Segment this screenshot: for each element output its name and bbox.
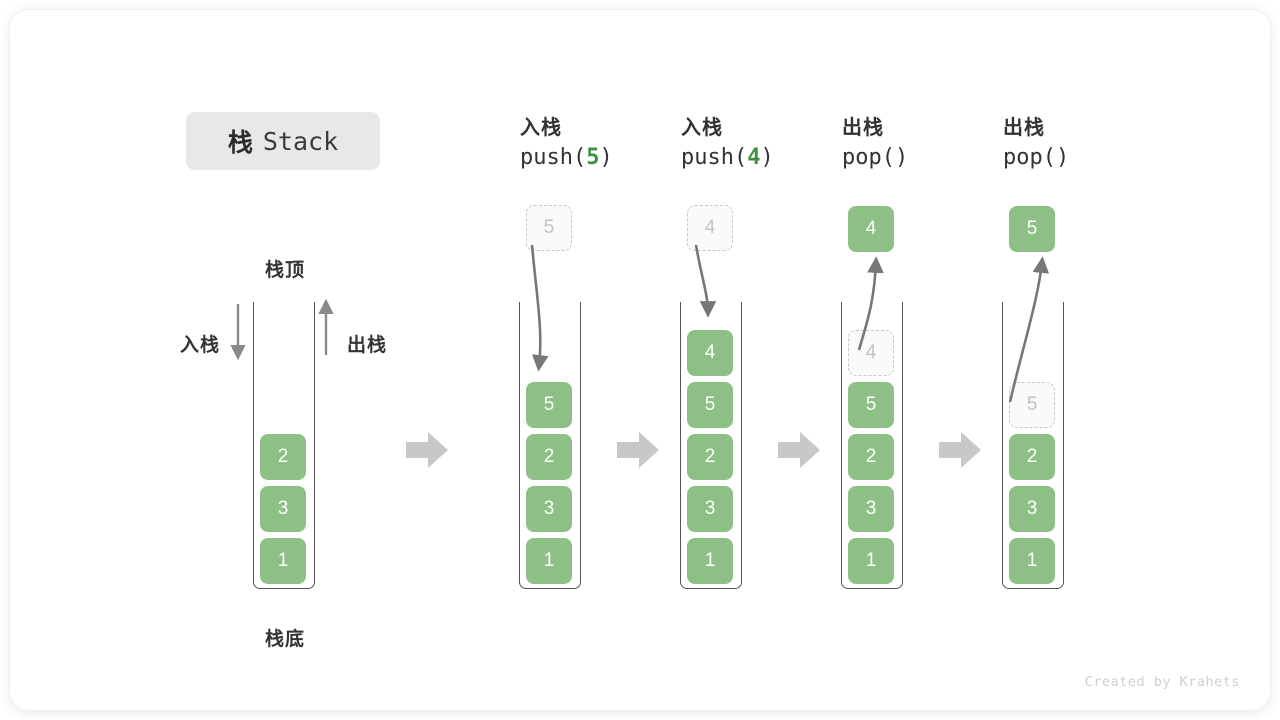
stack-container-push-5 (519, 302, 581, 589)
stack-cell: 5 (526, 382, 572, 428)
title-english: Stack (262, 126, 339, 156)
header-operation-code: push(4) (681, 145, 774, 170)
stack-cell: 1 (260, 538, 306, 584)
header-operation-cn: 入栈 (520, 117, 562, 139)
floating-cell-pop-1: 4 (848, 206, 894, 252)
stack-cell: 4 (687, 330, 733, 376)
stack-container-initial (253, 302, 315, 589)
floating-cell-push-5: 5 (526, 205, 572, 251)
stack-container-pop-2 (1002, 302, 1064, 589)
separator-arrow-3 (778, 432, 820, 468)
stack-cell: 1 (526, 538, 572, 584)
stack-bottom-label: 栈底 (265, 629, 306, 650)
stack-top-label: 栈顶 (265, 260, 306, 281)
stack-cell: 2 (687, 434, 733, 480)
column-header-pop-1: 出栈 pop() (842, 115, 1002, 175)
header-operation-code: pop() (1003, 145, 1070, 170)
header-operation-code: push(5) (520, 145, 613, 170)
stack-cell: 2 (848, 434, 894, 480)
credit-text: Created by Krahets (1084, 674, 1240, 690)
stack-cell: 2 (1009, 434, 1055, 480)
pop-direction-label: 出栈 (347, 335, 388, 356)
stack-cell: 4 (848, 330, 894, 376)
stack-cell: 1 (1009, 538, 1055, 584)
stack-cell: 5 (687, 382, 733, 428)
separator-arrow-1 (406, 432, 448, 468)
push-direction-label: 入栈 (180, 335, 221, 356)
diagram-canvas: 栈 Stack 栈顶 栈底 入栈 出栈 入栈 push(5) 入栈 push(4… (10, 10, 1270, 710)
stack-container-pop-1 (841, 302, 903, 589)
stack-cell: 1 (687, 538, 733, 584)
stack-cell: 3 (260, 486, 306, 532)
header-operation-cn: 出栈 (1003, 117, 1045, 139)
header-operation-cn: 出栈 (842, 117, 884, 139)
column-header-pop-2: 出栈 pop() (1003, 115, 1163, 175)
column-header-push-5: 入栈 push(5) (520, 115, 680, 175)
stack-cell: 2 (526, 434, 572, 480)
stack-cell: 1 (848, 538, 894, 584)
column-header-push-4: 入栈 push(4) (681, 115, 841, 175)
stack-cell: 3 (687, 486, 733, 532)
separator-arrow-2 (617, 432, 659, 468)
header-arg: 5 (586, 145, 600, 170)
floating-cell-pop-2: 5 (1009, 206, 1055, 252)
stack-cell: 3 (526, 486, 572, 532)
stack-cell: 5 (1009, 382, 1055, 428)
title-chinese: 栈 (227, 129, 254, 157)
header-operation-code: pop() (842, 145, 909, 170)
stack-cell: 5 (848, 382, 894, 428)
stack-container-push-4 (680, 302, 742, 589)
stack-cell: 2 (260, 434, 306, 480)
stack-cell: 3 (1009, 486, 1055, 532)
header-operation-cn: 入栈 (681, 117, 723, 139)
diagram-title-badge: 栈 Stack (186, 112, 380, 170)
stack-cell: 3 (848, 486, 894, 532)
floating-cell-push-4: 4 (687, 205, 733, 251)
header-arg: 4 (747, 145, 761, 170)
separator-arrow-4 (939, 432, 981, 468)
